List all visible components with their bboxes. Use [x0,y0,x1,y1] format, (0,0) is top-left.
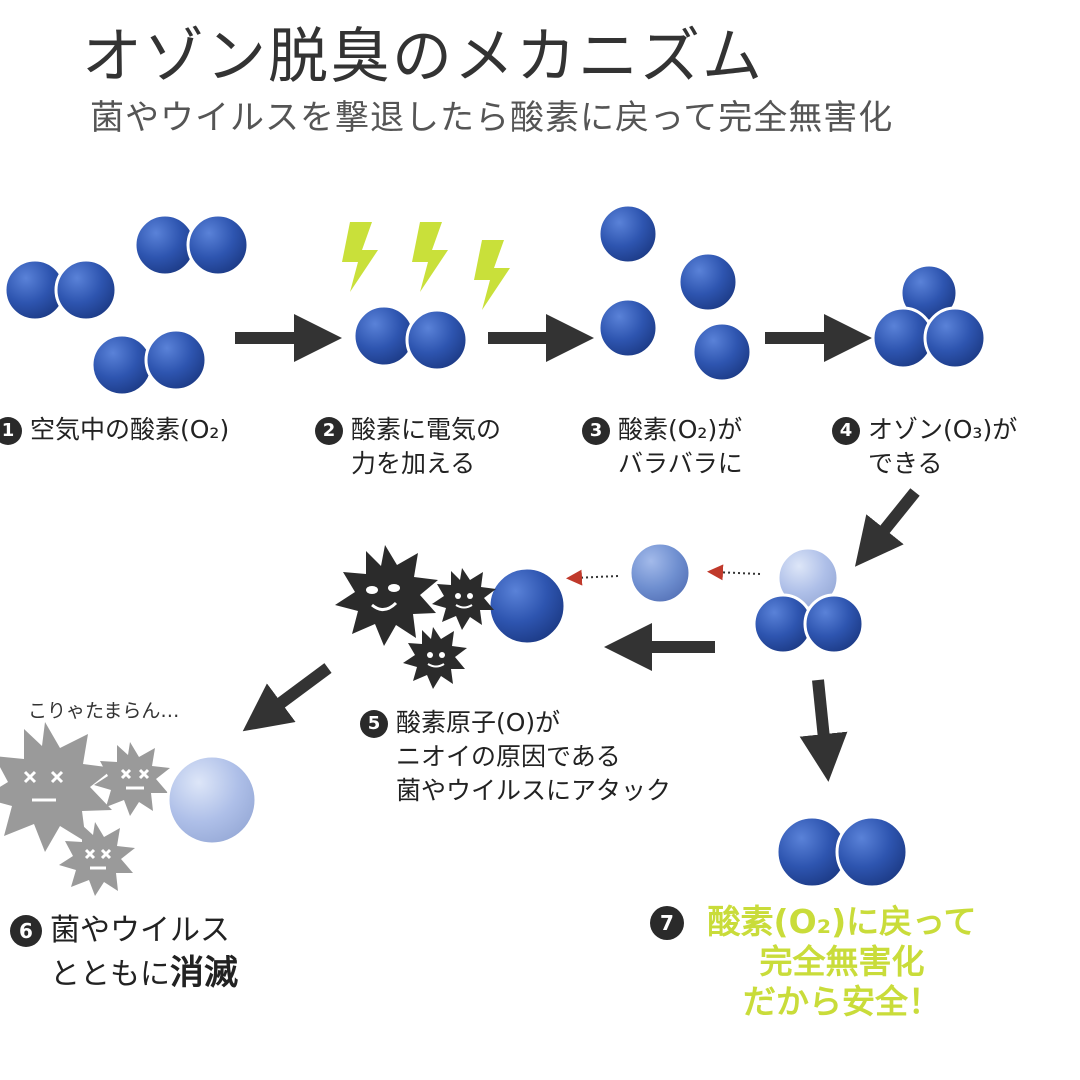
step-number: 2 [315,417,343,445]
step-number: 6 [10,915,42,947]
arrow-icon [242,663,332,732]
step-number: 7 [650,906,684,940]
arrow-icon [799,679,848,782]
step-7-label: 7 酸素(O₂)に戻って 完全無害化 だから安全！ [650,902,1050,1022]
dead-germ-face-icon [23,768,150,870]
step-number: 3 [582,417,610,445]
lightning-bolt-icon [342,222,510,310]
step-number: 4 [832,417,860,445]
germ-face-icon [366,584,473,668]
oxygen-atom-icon [166,754,258,846]
arrow-icon [854,488,920,567]
oxygen-atom-icon [628,541,692,605]
ozone-molecule-icon [871,263,987,370]
oxygen-atom-icon [487,566,567,646]
oxygen-molecule-icon [775,815,909,889]
oxygen-atom-icon [597,203,753,383]
oxygen-molecule-icon [3,258,118,322]
germ-speech: こりゃたまらん… [28,700,180,722]
step-number: 5 [360,710,388,738]
oxygen-molecule-icon [90,328,208,397]
page-subtitle: 菌やウイルスを撃退したら酸素に戻って完全無害化 [90,98,894,138]
dead-germ-icon [0,722,170,896]
vanish-emphasis: 消滅 [170,953,238,993]
oxygen-molecule-icon [133,213,250,277]
ozone-molecule-icon [752,546,865,655]
arrow-icon [707,564,761,581]
germ-icon [335,545,496,689]
arrow-icon [566,569,619,586]
page-title: オゾン脱臭のメカニズム [82,22,764,92]
oxygen-molecule-icon [352,304,469,372]
step-number: 1 [0,417,22,445]
